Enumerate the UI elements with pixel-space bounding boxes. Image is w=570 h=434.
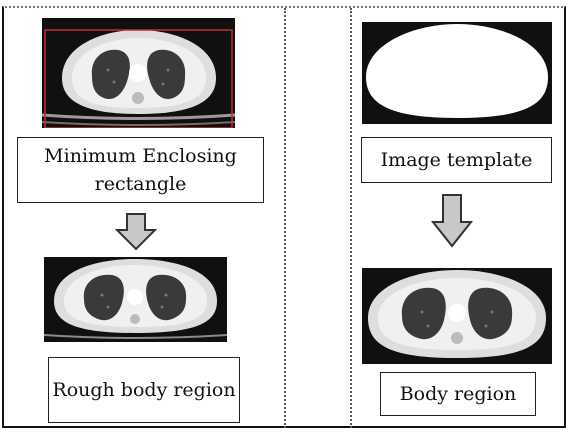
body-region-label: Body region [380, 372, 536, 416]
down-arrow-icon [431, 194, 473, 248]
rough-body-region-label: Rough body region [48, 357, 240, 423]
dotted-divider-center [284, 8, 286, 428]
image-template-mask [362, 22, 552, 124]
rough-body-region-text: Rough body region [52, 376, 235, 404]
minimum-enclosing-rectangle-text: Minimum Enclosing rectangle [18, 142, 263, 198]
down-arrow-icon [115, 213, 157, 251]
ct-scan-with-enclosing-rectangle [42, 18, 235, 128]
minimum-enclosing-rectangle-label: Minimum Enclosing rectangle [17, 137, 264, 203]
ct-scan-rough-body-region [44, 257, 227, 342]
ct-scan-body-region [362, 268, 552, 364]
dotted-divider-right [350, 8, 352, 428]
body-region-text: Body region [400, 380, 517, 408]
image-template-label: Image template [361, 137, 552, 183]
image-template-text: Image template [381, 146, 533, 174]
